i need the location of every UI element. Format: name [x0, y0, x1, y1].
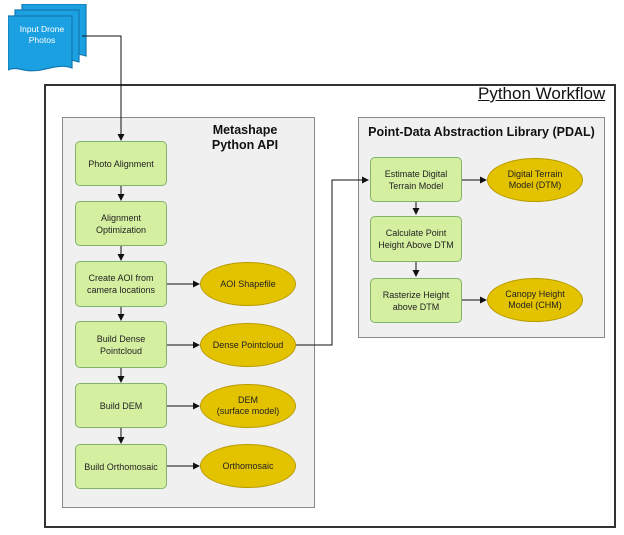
step-build-orthomosaic: Build Orthomosaic: [75, 444, 167, 489]
pdal-title: Point-Data Abstraction Library (PDAL): [368, 125, 595, 139]
output-dense-pointcloud: Dense Pointcloud: [200, 323, 296, 367]
input-drone-photos-label: Input Drone Photos: [19, 24, 65, 45]
step-build-dense-pointcloud: Build Dense Pointcloud: [75, 321, 167, 368]
step-estimate-dtm: Estimate Digital Terrain Model: [370, 157, 462, 202]
output-dem: DEM (surface model): [200, 384, 296, 428]
python-workflow-title: Python Workflow: [478, 84, 606, 103]
step-build-dem: Build DEM: [75, 383, 167, 428]
step-photo-alignment: Photo Alignment: [75, 141, 167, 186]
metashape-title: Metashape Python API: [211, 123, 279, 152]
step-create-aoi: Create AOI from camera locations: [75, 261, 167, 307]
step-alignment-optimization: Alignment Optimization: [75, 201, 167, 246]
output-orthomosaic: Orthomosaic: [200, 444, 296, 488]
arrow-input-to-alignment: [82, 35, 125, 141]
output-aoi-shapefile: AOI Shapefile: [200, 262, 296, 306]
step-rasterize-height: Rasterize Height above DTM: [370, 278, 462, 323]
output-dtm: Digital Terrain Model (DTM): [487, 158, 583, 202]
input-drone-photos-icon: [8, 4, 87, 72]
output-chm: Canopy Height Model (CHM): [487, 278, 583, 322]
step-calculate-point-height: Calculate Point Height Above DTM: [370, 216, 462, 262]
